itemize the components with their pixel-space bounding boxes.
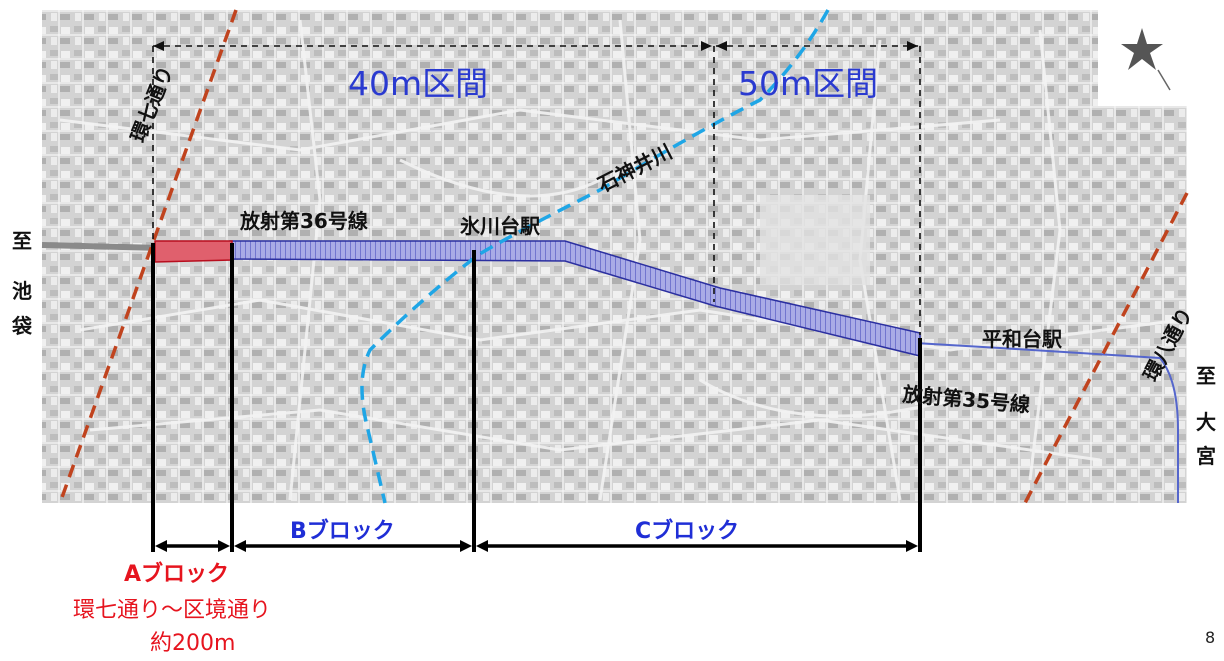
station-heiwadai-label: 平和台駅 [982, 327, 1062, 351]
ring-road-7-line [58, 9, 238, 504]
page-number: 8 [1205, 628, 1216, 647]
block-boundaries [151, 243, 922, 552]
direction-left-char2: 袋 [12, 314, 32, 338]
block-arrowheads [155, 540, 918, 552]
rail-line-right [914, 342, 1179, 503]
rail-line-left [41, 242, 161, 251]
direction-right-char2: 宮 [1196, 444, 1216, 468]
route-corridor-a [154, 240, 233, 263]
radial-road-36-label: 放射第36号線 [240, 209, 368, 233]
section-40m-label: 40m区間 [348, 64, 489, 103]
ring-road-8-line [1023, 192, 1189, 504]
block-c-label: Cブロック [635, 519, 740, 544]
section-50m-label: 50m区間 [738, 64, 879, 103]
direction-right-char1: 大 [1196, 410, 1216, 434]
block-a-length: 約200m [150, 631, 236, 656]
river-line [360, 9, 830, 504]
block-b-label: Bブロック [290, 519, 395, 544]
compass-icon [1121, 28, 1171, 91]
block-a-label: Aブロック [124, 562, 230, 587]
park-area [760, 195, 870, 285]
direction-right-to: 至 [1196, 364, 1216, 388]
section-dimension-lines [152, 41, 921, 335]
direction-left-char1: 池 [12, 279, 32, 303]
station-hikawadai-label: 氷川台駅 [460, 214, 540, 238]
block-a-extent: 環七通り～区境通り [73, 598, 272, 623]
direction-left-to: 至 [12, 229, 32, 253]
